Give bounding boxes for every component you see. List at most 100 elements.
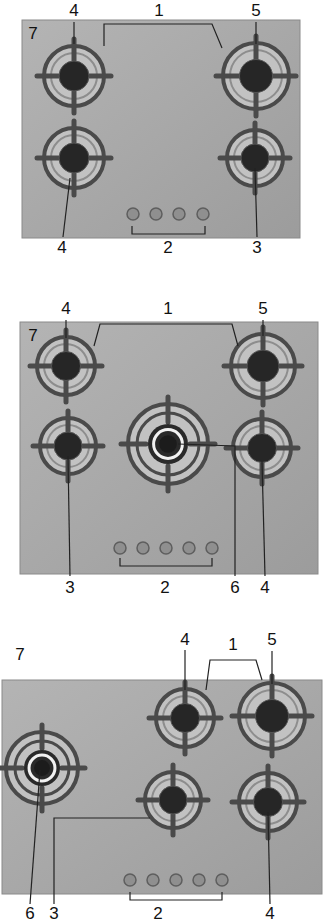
burner-ring	[29, 755, 55, 781]
control-knob	[206, 542, 218, 554]
grate-arm	[149, 716, 171, 721]
callout-number: 1	[162, 300, 173, 318]
grate-arm	[166, 466, 171, 491]
grate-arm	[89, 156, 111, 161]
grate-arm	[62, 766, 85, 771]
grate-arm	[72, 173, 77, 195]
grate-arm	[66, 411, 71, 432]
knob-group	[114, 208, 228, 886]
grate-arm	[224, 364, 247, 369]
burner-cap	[54, 432, 82, 460]
grate-arm	[283, 800, 305, 805]
callout-number: 4	[179, 631, 190, 649]
grate-arm	[89, 74, 111, 79]
hob-panel	[22, 20, 300, 238]
burner	[37, 39, 111, 113]
leader-line	[255, 22, 256, 44]
control-knob	[127, 208, 139, 220]
grate-arm	[187, 798, 208, 803]
burner-group	[0, 36, 312, 838]
callout-number: 4	[68, 2, 79, 20]
bracket	[104, 24, 222, 48]
bracket	[206, 660, 262, 690]
callout-number: 5	[257, 300, 268, 318]
grate-arm	[30, 364, 52, 369]
callout-number: 4	[264, 905, 275, 923]
callout-number: 7	[14, 646, 25, 664]
control-knob	[160, 542, 172, 554]
grate-arm	[260, 412, 265, 434]
grate-arm	[82, 444, 103, 449]
burner-cap	[159, 786, 187, 814]
leader-line	[73, 22, 74, 44]
grate-arm	[266, 766, 271, 788]
burner-cap	[159, 435, 177, 453]
control-knob	[173, 208, 185, 220]
grate-arm	[183, 733, 188, 755]
burner-cap	[34, 760, 50, 776]
bracket	[132, 226, 205, 234]
control-knob	[197, 208, 209, 220]
burner-cap	[256, 700, 289, 733]
grate-arm	[33, 444, 54, 449]
grate-arm	[37, 156, 59, 161]
grate-arm	[138, 798, 159, 803]
leader-line	[184, 650, 185, 690]
grate-arm	[121, 442, 146, 447]
grate-arm	[220, 156, 241, 161]
callout-number: 6	[229, 579, 240, 597]
burner	[216, 36, 296, 116]
leader-line	[63, 178, 70, 237]
grate-arm	[279, 364, 302, 369]
burner	[149, 682, 221, 754]
control-knob	[193, 874, 205, 886]
callout-number: 3	[251, 239, 262, 257]
leader-line	[65, 320, 66, 338]
burner-cap	[241, 144, 269, 172]
grate-arm	[81, 364, 103, 369]
leader-line	[268, 812, 270, 904]
callout-number: 3	[48, 905, 59, 923]
leader-line	[262, 462, 265, 576]
callout-number: 1	[227, 636, 238, 654]
burner-cap	[59, 61, 89, 91]
burner	[232, 676, 312, 756]
leader-line	[178, 444, 235, 576]
grate-arm	[261, 382, 266, 405]
grate-arm	[254, 93, 259, 117]
wok-burner	[121, 397, 215, 491]
wok-burner	[0, 725, 85, 811]
grate-arm	[200, 716, 222, 721]
burner	[37, 121, 111, 195]
leader-lines	[30, 22, 272, 904]
grate-arm	[270, 733, 275, 757]
burner-cap	[240, 60, 273, 93]
callout-number: 7	[27, 25, 38, 43]
leader-line	[68, 456, 70, 576]
control-knob	[183, 542, 195, 554]
grate-arm	[216, 74, 240, 79]
grate-arm	[289, 714, 313, 719]
grate-arm	[40, 788, 45, 811]
burner-cap	[59, 143, 89, 173]
callout-number: 4	[60, 300, 71, 318]
callout-number: 1	[153, 2, 164, 20]
grate-arm	[64, 381, 69, 403]
callout-number: 7	[27, 327, 38, 345]
callout-number: 2	[152, 905, 163, 923]
leader-line	[255, 168, 257, 237]
bracket	[94, 324, 238, 346]
callout-number: 2	[162, 239, 173, 257]
grate-arm	[232, 714, 256, 719]
hob-panel	[2, 680, 322, 894]
callout-number: 5	[250, 2, 261, 20]
grate-arm	[171, 765, 176, 786]
grate-arm	[0, 766, 22, 771]
leader-line	[262, 320, 263, 336]
leader-line	[54, 818, 150, 904]
callout-number: 2	[159, 579, 170, 597]
control-knob	[216, 874, 228, 886]
grate-arm	[277, 446, 299, 451]
callout-number: 5	[266, 631, 277, 649]
leader-line	[30, 770, 40, 904]
